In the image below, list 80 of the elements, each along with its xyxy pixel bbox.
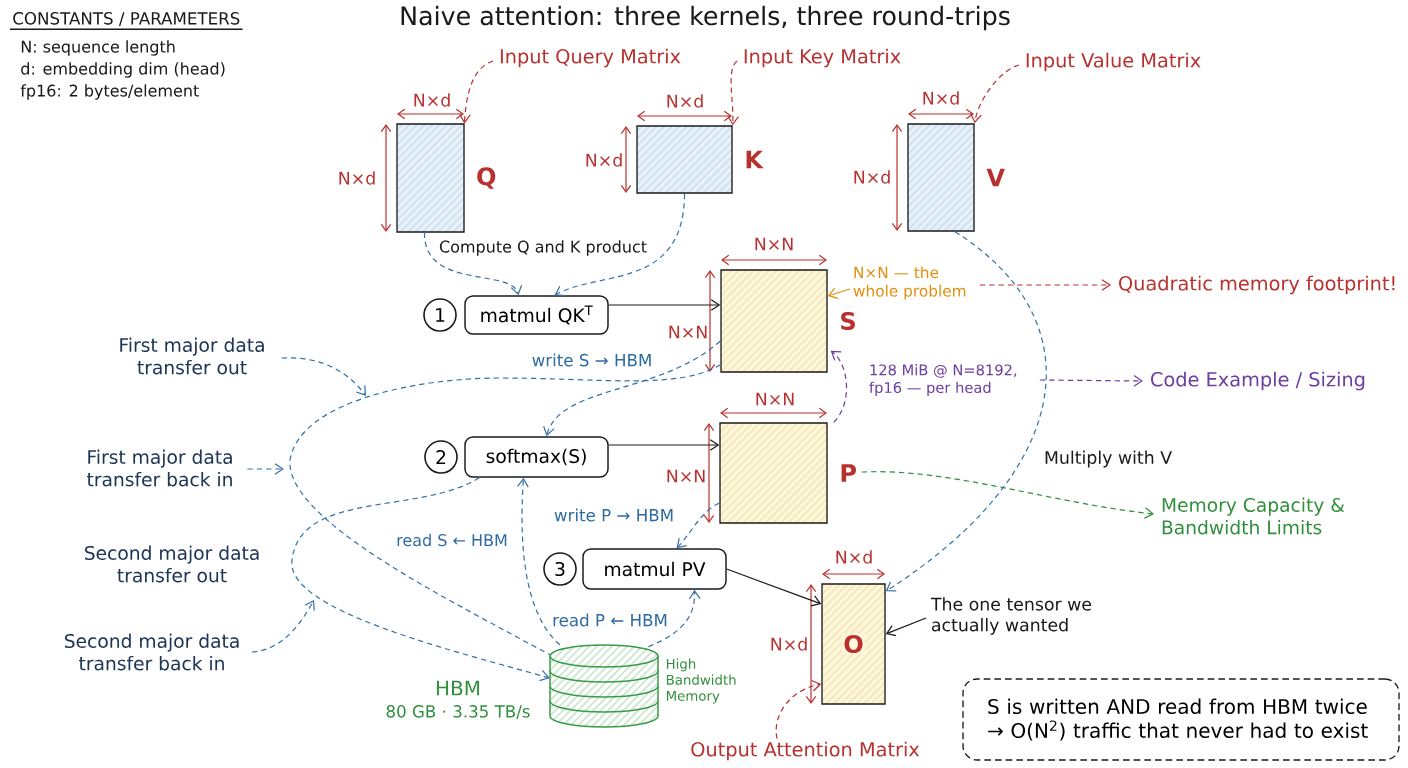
kernel-box: matmul PV [582, 548, 727, 590]
edge-label: Multiply with V [1041, 448, 1175, 470]
section-heading: CONSTANTS / PARAMETERS [13, 12, 240, 26]
dashed-arrow [830, 350, 848, 423]
annotation-text: 128 MiB @ N=8192, fp16 — per head [869, 364, 1017, 396]
dashed-arrow [543, 340, 721, 437]
callout-text: Memory Capacity & Bandwidth Limits [1162, 497, 1345, 535]
dashed-arrow [1039, 374, 1143, 387]
arrow [726, 568, 822, 607]
dashed-arrow [251, 600, 315, 653]
dimension-label: N×d [854, 170, 890, 184]
step-number: 3 [543, 552, 577, 586]
parameter-text: d: embedding dim (head) [21, 62, 225, 78]
kernel-box: softmax(S) [464, 436, 609, 478]
dashed-arrow [775, 679, 822, 740]
dashed-arrow [647, 589, 701, 648]
annotation-text: Second major data transfer back in [65, 633, 239, 671]
annotation-text: First major data transfer out [120, 337, 264, 375]
callout-text: Code Example / Sizing [1151, 371, 1365, 391]
arrow [608, 299, 721, 311]
node-label: S [841, 311, 855, 331]
dimension-label: N×d [923, 91, 959, 105]
dashed-arrow [676, 502, 720, 549]
storage-label: HBM [436, 680, 480, 696]
callout-text: Output Attention Matrix [691, 741, 920, 761]
dimension-label: N×N [756, 392, 794, 406]
dashed-arrow [727, 60, 740, 126]
node-label: K [746, 150, 764, 169]
edge-label: Compute Q and K product [437, 238, 650, 258]
dashed-arrow [517, 477, 561, 646]
callout-text: Input Value Matrix [1026, 52, 1201, 72]
matrix-rectangle: Q [396, 123, 496, 233]
dashed-arrow [861, 471, 1154, 519]
matrix-rectangle: P [719, 422, 856, 524]
dashed-arrow [554, 193, 686, 297]
matrix-rectangle: O [821, 583, 886, 705]
parameter-text: N: sequence length [21, 40, 175, 56]
matrix-rectangle: K [636, 125, 764, 194]
callout-text: Input Key Matrix [744, 48, 901, 68]
dashed-connector-line [289, 364, 721, 656]
step-number: 1 [423, 298, 457, 332]
node-label: P [841, 464, 856, 482]
edge-label: write S → HBM [529, 351, 655, 369]
note-box: S is written AND read from HBM twice → O(N$^{2}$) traffic that never had to exist [962, 678, 1400, 761]
dimension-label: N×N [669, 325, 707, 339]
arrow [885, 617, 927, 637]
callout-text: Quadratic memory footprint! [1119, 275, 1395, 295]
step-number: 2 [424, 440, 458, 474]
matrix-rectangle: V [907, 123, 1005, 232]
dashed-arrow [291, 477, 550, 682]
storage-label: High Bandwidth Memory [666, 658, 736, 704]
edge-label: read S ← HBM [394, 531, 510, 549]
edge-label: write P → HBM [551, 506, 677, 524]
dimension-label: N×N [755, 237, 793, 251]
dashed-arrow [885, 231, 1047, 592]
callout-text: Input Query Matrix [500, 48, 681, 68]
dashed-arrow [423, 231, 523, 296]
edge-label: read P ← HBM [550, 611, 670, 629]
storage-label: 80 GB · 3.35 TB/s [386, 705, 530, 719]
annotation-text: The one tensor we actually wanted [930, 597, 1092, 635]
annotation-text: First major data transfer back in [87, 449, 232, 487]
parameter-text: fp16: 2 bytes/element [20, 84, 199, 100]
dashed-arrow [246, 463, 284, 475]
arrow [608, 439, 720, 451]
kernel-box: matmul QK$^{T}$ [464, 295, 609, 335]
node-label: V [986, 168, 1005, 187]
dashed-arrow [979, 279, 1112, 291]
dashed-arrow [970, 64, 1020, 124]
dimension-label: N×d [836, 550, 872, 564]
dimension-label: N×d [667, 94, 703, 108]
annotation-text: Second major data transfer out [85, 545, 259, 583]
database-cylinder [549, 644, 659, 728]
dimension-label: N×d [339, 171, 375, 185]
dimension-label: N×d [414, 93, 450, 107]
arrow [827, 287, 851, 299]
dashed-arrow [459, 60, 494, 124]
annotation-text: N×N — the whole problem [853, 266, 966, 300]
title: Naive attention: three kernels, three round-trips [401, 5, 1010, 31]
dashed-arrow [280, 357, 366, 396]
node-label: Q [477, 167, 496, 189]
